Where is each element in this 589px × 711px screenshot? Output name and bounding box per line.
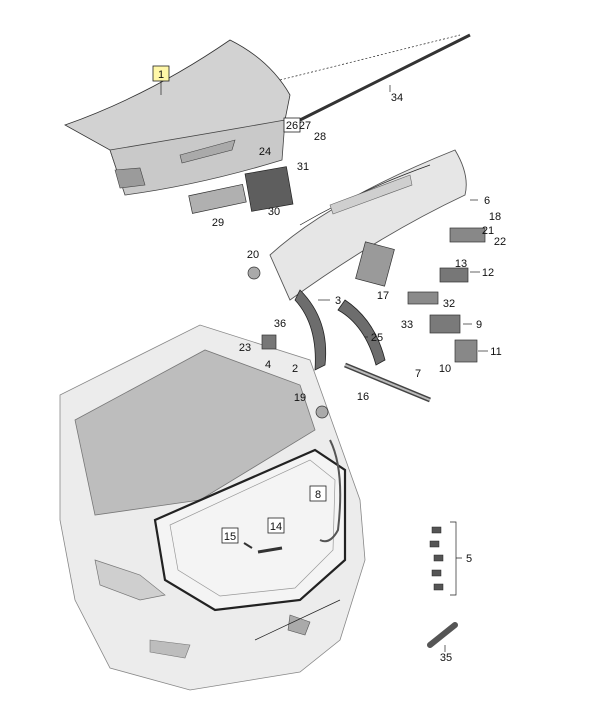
callout-6: 6 bbox=[470, 195, 490, 207]
svg-text:2: 2 bbox=[292, 363, 298, 375]
lock-9 bbox=[429, 314, 461, 334]
callout-11: 11 bbox=[478, 346, 502, 358]
svg-text:29: 29 bbox=[212, 217, 224, 229]
svg-text:22: 22 bbox=[494, 236, 506, 248]
tool-35 bbox=[427, 622, 458, 648]
plate-bracket-29 bbox=[188, 183, 247, 214]
callouts: 1 34 26 27 28 24 31 29 30 bbox=[152, 65, 506, 664]
boot-lid-inner-frame bbox=[269, 149, 467, 301]
callout-4: 4 bbox=[265, 359, 271, 371]
part-23 bbox=[261, 334, 277, 350]
svg-text:26: 26 bbox=[286, 120, 298, 132]
switch-11 bbox=[454, 339, 478, 363]
car-rear-body bbox=[59, 324, 366, 691]
callout-22: 22 bbox=[494, 236, 506, 248]
callout-23: 23 bbox=[239, 342, 251, 354]
svg-text:28: 28 bbox=[314, 131, 326, 143]
bump-stop-20 bbox=[247, 266, 261, 280]
callout-18: 18 bbox=[489, 211, 501, 223]
svg-text:7: 7 bbox=[415, 368, 421, 380]
lock-17 bbox=[355, 241, 395, 287]
callout-30: 30 bbox=[268, 206, 280, 218]
callout-19: 19 bbox=[294, 392, 306, 404]
svg-text:8: 8 bbox=[315, 489, 321, 501]
plate-holder-30 bbox=[244, 166, 294, 212]
boot-seal bbox=[319, 439, 342, 543]
callout-12: 12 bbox=[470, 267, 494, 279]
callout-14: 14 bbox=[267, 517, 285, 534]
svg-text:9: 9 bbox=[476, 319, 482, 331]
svg-text:34: 34 bbox=[391, 92, 403, 104]
callout-27: 27 bbox=[299, 120, 311, 132]
callout-17: 17 bbox=[377, 290, 389, 302]
svg-text:12: 12 bbox=[482, 267, 494, 279]
callout-24: 24 bbox=[259, 146, 271, 158]
callout-8: 8 bbox=[309, 485, 327, 502]
svg-text:35: 35 bbox=[440, 652, 452, 664]
svg-text:18: 18 bbox=[489, 211, 501, 223]
svg-text:6: 6 bbox=[484, 195, 490, 207]
svg-text:32: 32 bbox=[443, 298, 455, 310]
svg-text:11: 11 bbox=[490, 346, 501, 358]
bump-stop-19 bbox=[315, 405, 329, 419]
boot-lid bbox=[64, 39, 291, 196]
hinge-left bbox=[294, 289, 327, 371]
callout-26: 26 bbox=[283, 117, 301, 133]
svg-text:21: 21 bbox=[482, 225, 494, 237]
svg-text:20: 20 bbox=[247, 249, 259, 261]
svg-text:1: 1 bbox=[158, 69, 164, 81]
svg-text:16: 16 bbox=[357, 391, 369, 403]
callout-31: 31 bbox=[297, 161, 309, 173]
hinge-right bbox=[337, 299, 386, 366]
callout-9: 9 bbox=[463, 319, 482, 331]
svg-text:36: 36 bbox=[274, 318, 286, 330]
callout-21: 21 bbox=[482, 225, 494, 237]
callout-25: 25 bbox=[365, 332, 383, 344]
callout-29: 29 bbox=[212, 217, 224, 229]
svg-text:10: 10 bbox=[439, 363, 451, 375]
part-12 bbox=[439, 267, 469, 283]
svg-text:19: 19 bbox=[294, 392, 306, 404]
callout-36: 36 bbox=[274, 318, 286, 330]
callout-5: 5 bbox=[466, 553, 472, 565]
callout-1: 1 bbox=[152, 65, 170, 95]
svg-text:17: 17 bbox=[377, 290, 389, 302]
callout-20: 20 bbox=[247, 249, 259, 261]
svg-text:4: 4 bbox=[265, 359, 271, 371]
svg-text:25: 25 bbox=[371, 332, 383, 344]
svg-text:24: 24 bbox=[259, 146, 271, 158]
svg-text:30: 30 bbox=[268, 206, 280, 218]
callout-13: 13 bbox=[455, 258, 467, 270]
svg-text:5: 5 bbox=[466, 553, 472, 565]
svg-text:23: 23 bbox=[239, 342, 251, 354]
svg-text:15: 15 bbox=[224, 531, 236, 543]
callout-28: 28 bbox=[314, 131, 326, 143]
svg-text:14: 14 bbox=[270, 521, 282, 533]
svg-text:13: 13 bbox=[455, 258, 467, 270]
part-21-22 bbox=[449, 227, 486, 243]
svg-text:31: 31 bbox=[297, 161, 309, 173]
callout-16: 16 bbox=[357, 391, 369, 403]
part-32 bbox=[407, 291, 439, 305]
screw-set-5 bbox=[429, 526, 444, 591]
svg-text:3: 3 bbox=[335, 295, 341, 307]
callout-7: 7 bbox=[415, 368, 421, 380]
callout-34: 34 bbox=[389, 85, 403, 104]
callout-32: 32 bbox=[443, 298, 455, 310]
callout-3: 3 bbox=[318, 295, 341, 307]
spoiler-strip bbox=[299, 33, 471, 122]
callout-15: 15 bbox=[221, 527, 239, 544]
callout-33: 33 bbox=[401, 319, 413, 331]
callout-10: 10 bbox=[439, 363, 451, 375]
svg-text:27: 27 bbox=[299, 120, 311, 132]
callout-2: 2 bbox=[292, 363, 298, 375]
svg-text:33: 33 bbox=[401, 319, 413, 331]
callout-35: 35 bbox=[440, 645, 452, 664]
